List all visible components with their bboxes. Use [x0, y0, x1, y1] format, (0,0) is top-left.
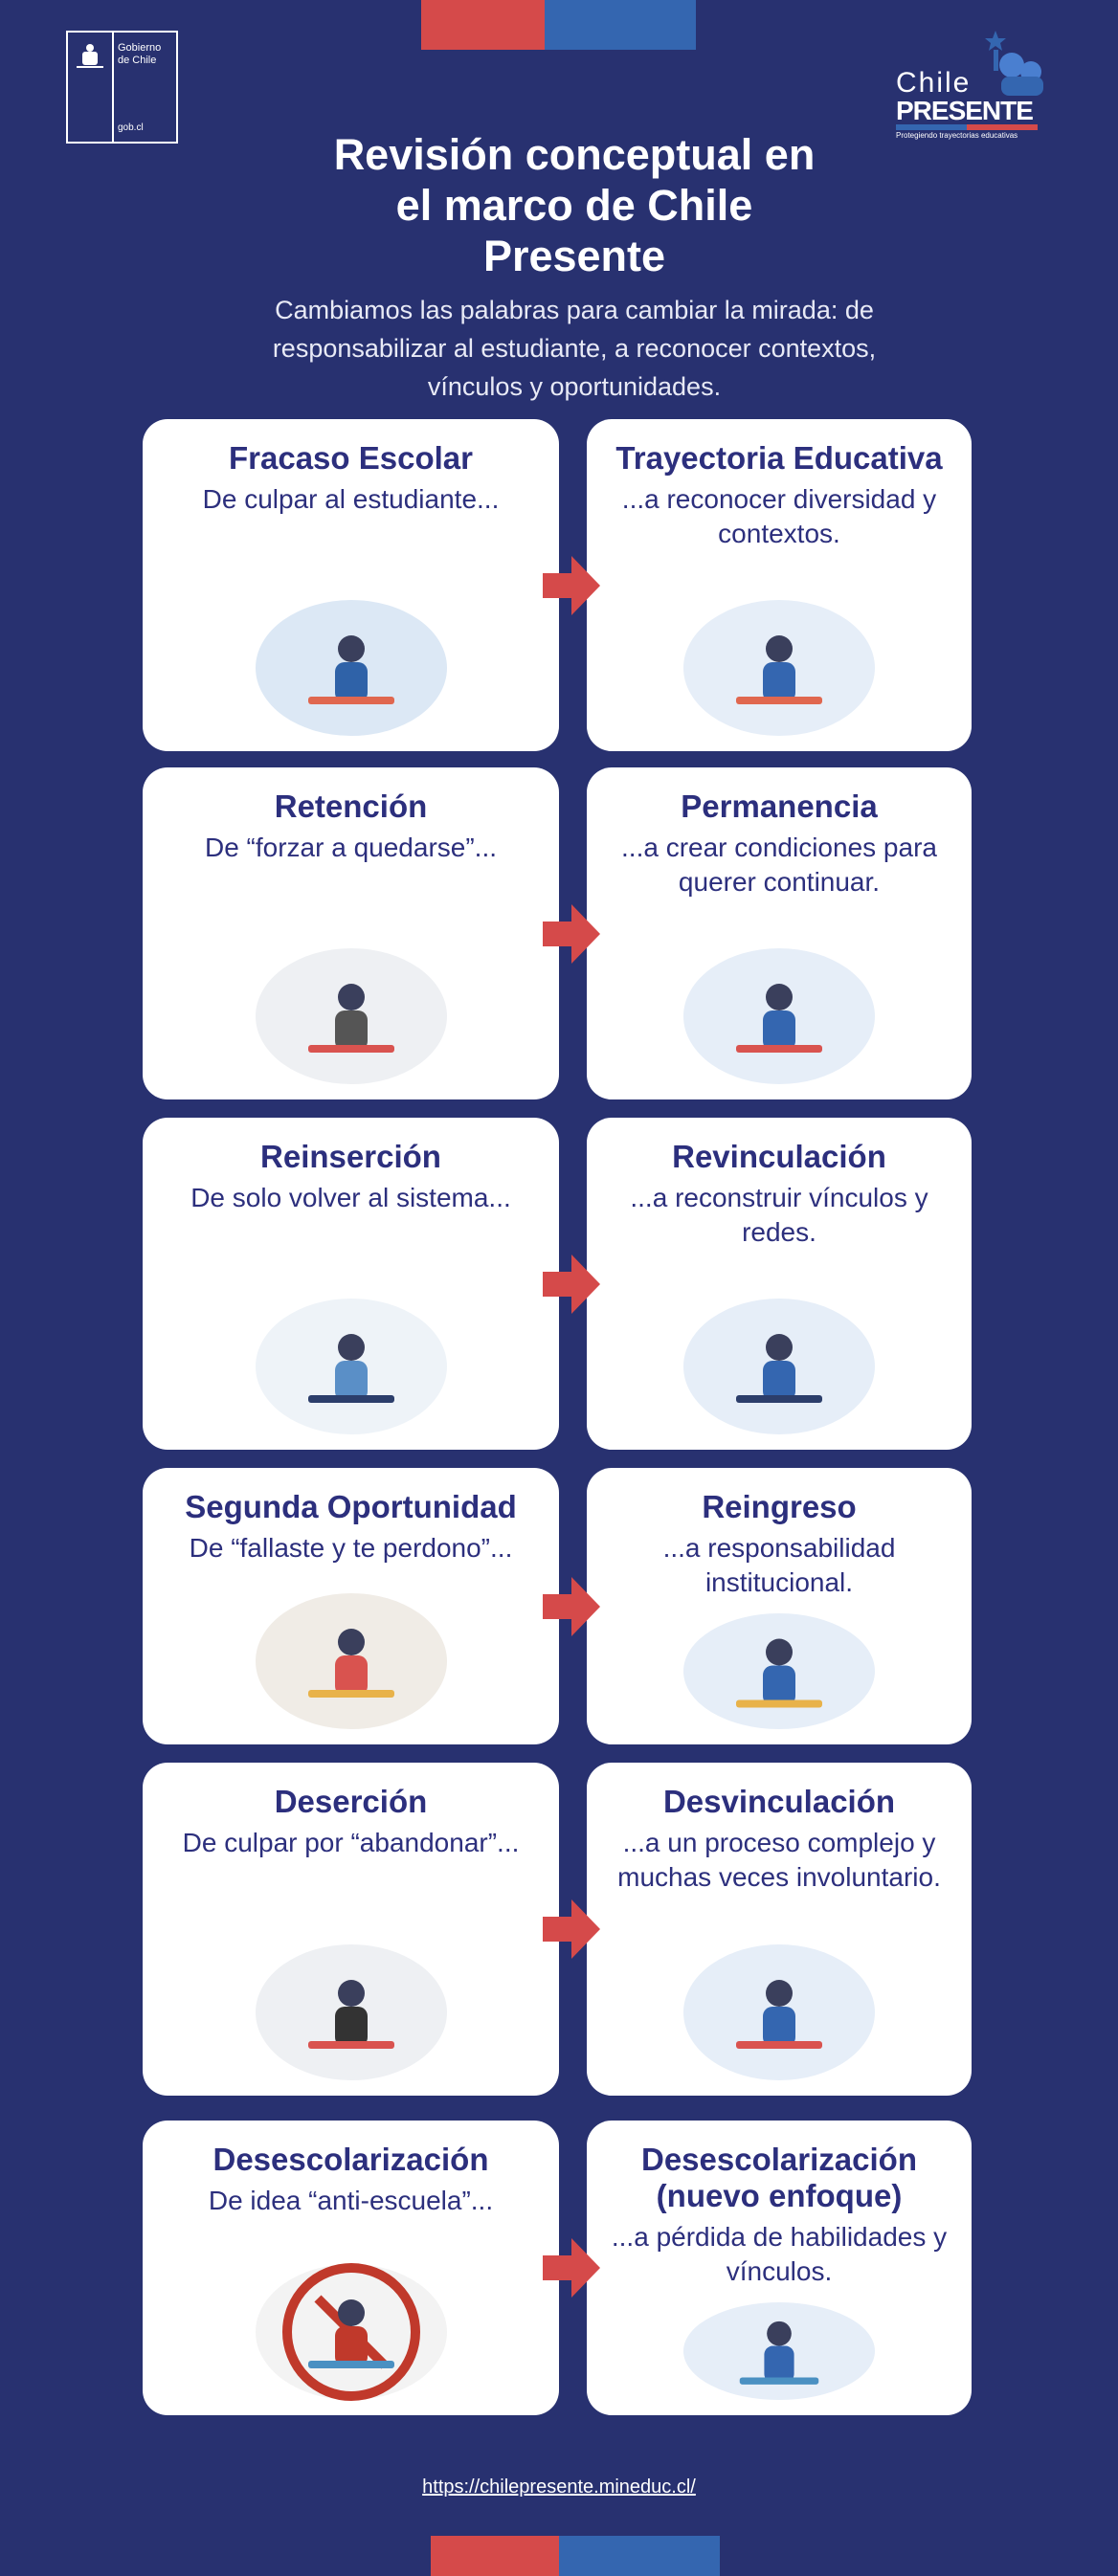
concept-description: ...a crear condiciones para querer conti… — [621, 833, 937, 897]
subtitle-line: Cambiamos las palabras para cambiar la m… — [275, 296, 874, 324]
brand-chile: Chile — [896, 67, 972, 99]
flag-stripe-red-top — [421, 0, 545, 50]
concept-card-right: Desescolarización (nuevo enfoque) ...a pé… — [587, 2121, 972, 2415]
books-stack-icon — [683, 948, 875, 1084]
subtitle-line: vínculos y oportunidades. — [427, 372, 722, 401]
flag-stripe-blue-top — [545, 0, 696, 50]
concept-title: Reingreso — [702, 1489, 857, 1524]
concept-card-left: Segunda Oportunidad De “fallaste y te per… — [143, 1468, 559, 1744]
concept-title: Desvinculación — [662, 1784, 896, 1819]
title-line: Presente — [482, 232, 666, 280]
concept-title: Deserción — [274, 1784, 428, 1819]
arrow-right-icon — [543, 555, 600, 615]
concept-description: ...a un proceso complejo y muchas veces … — [617, 1828, 941, 1892]
concept-card-right: Trayectoria Educativa ...a reconocer dive… — [587, 419, 972, 751]
concept-card-right: Reingreso ...a responsabilidad institucio… — [587, 1468, 972, 1744]
gov-logo-text-1: Gobierno — [118, 42, 162, 54]
concept-card-left: Deserción De culpar por “abandonar”... — [143, 1763, 559, 2096]
brand-tagline: Protegiendo trayectorias educativas — [896, 131, 1018, 140]
concept-description: ...a reconocer diversidad y contextos. — [621, 484, 937, 548]
concept-description: ...a pérdida de habilidades y vínculos. — [611, 2222, 948, 2286]
gov-logo-text-2: de Chile — [118, 55, 157, 66]
arrow-right-icon — [543, 2238, 600, 2298]
thumbs-down-fall-icon — [255, 1944, 447, 2080]
concept-title: Trayectoria Educativa — [615, 440, 943, 476]
concept-title: Reinserción — [260, 1139, 441, 1174]
subtitle-line: responsabilizar al estudiante, a reconoc… — [272, 334, 877, 363]
puzzle-people-icon — [683, 1944, 875, 2080]
gov-logo-url: gob.cl — [118, 122, 144, 133]
caged-student-icon — [255, 948, 447, 1084]
concept-description: De idea “anti-escuela”... — [208, 2186, 494, 2215]
brand-presente: PRESENTE — [896, 96, 1034, 125]
concept-card-right: Desvinculación ...a un proceso complejo y… — [587, 1763, 972, 2096]
concept-title: Fracaso Escolar — [229, 440, 473, 476]
arrow-right-icon — [543, 1254, 600, 1314]
stressed-student-icon — [255, 1299, 447, 1434]
concept-description: ...a responsabilidad institucional. — [662, 1533, 896, 1597]
chile-presente-logo: Chile PRESENTE Protegiendo trayectorias … — [892, 29, 1045, 140]
flag-stripe-blue-bottom — [559, 2536, 720, 2576]
concept-description: De solo volver al sistema... — [190, 1183, 511, 1212]
concept-card-left: Retención De “forzar a quedarse”... — [143, 767, 559, 1099]
boulder-push-icon — [683, 2302, 875, 2400]
arrow-right-icon — [543, 903, 600, 964]
concept-description: De culpar al estudiante... — [202, 484, 500, 514]
concept-description: De “forzar a quedarse”... — [204, 833, 498, 862]
blamed-student-icon — [255, 600, 447, 736]
title-line: Revisión conceptual en — [333, 130, 816, 179]
concept-card-left: Fracaso Escolar De culpar al estudiante..… — [143, 419, 559, 751]
paths-ladders-icon — [683, 600, 875, 736]
concept-title: Revinculación — [672, 1139, 886, 1174]
flag-stripe-red-bottom — [431, 2536, 559, 2576]
children-star-icon — [985, 31, 1043, 96]
coat-of-arms-icon — [77, 44, 103, 68]
concept-title: Desescolarización — [212, 2142, 489, 2177]
concept-title: Segunda Oportunidad — [185, 1489, 517, 1524]
no-school-icon — [255, 2263, 447, 2401]
arrow-right-icon — [543, 1899, 600, 1959]
concept-card-left: Reinserción De solo volver al sistema... — [143, 1118, 559, 1450]
chile-presente-website-link[interactable]: https://chilepresente.mineduc.cl/ — [422, 2476, 696, 2498]
concept-title: Permanencia — [681, 788, 878, 824]
high-five-icon — [683, 1299, 875, 1434]
concept-title: Desescolarización (nuevo enfoque) — [641, 2142, 917, 2213]
concept-card-right: Permanencia ...a crear condiciones para q… — [587, 767, 972, 1099]
justice-scale-icon — [683, 1613, 875, 1729]
arrow-right-icon — [543, 1576, 600, 1636]
concept-description: De culpar por “abandonar”... — [182, 1828, 520, 1857]
concept-card-left: Desescolarización De idea “anti-escuela”.… — [143, 2121, 559, 2415]
page-subtitle: Cambiamos las palabras para cambiar la m… — [172, 291, 976, 406]
concept-description: ...a reconstruir vínculos y redes. — [630, 1183, 928, 1247]
concept-title: Retención — [274, 788, 428, 824]
concept-description: De “fallaste y te perdono”... — [189, 1533, 513, 1563]
concept-card-right: Revinculación ...a reconstruir vínculos y… — [587, 1118, 972, 1450]
title-line: el marco de Chile — [395, 181, 753, 230]
thumbs-down-icon — [255, 1593, 447, 1729]
brand-stripe — [896, 124, 1038, 130]
